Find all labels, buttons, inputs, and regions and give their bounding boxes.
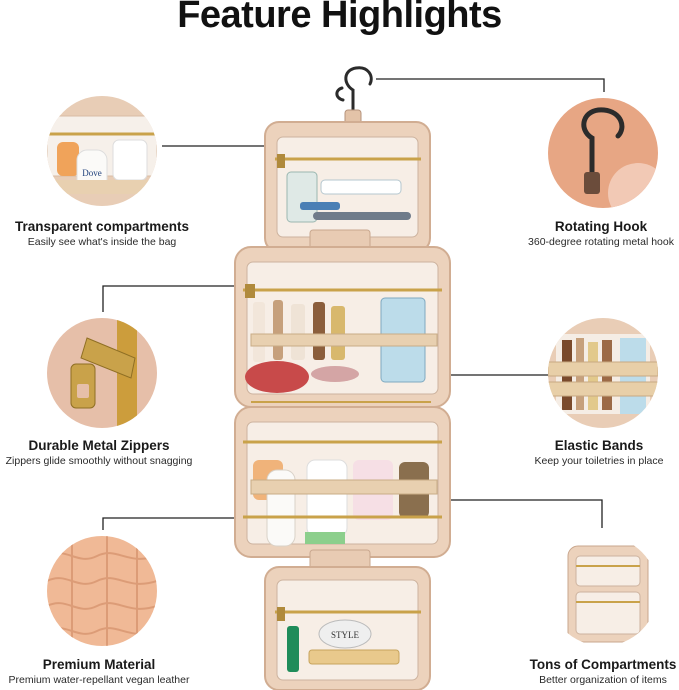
bag-section-bottom: STYLE — [264, 566, 431, 690]
page-title: Feature Highlights — [177, 0, 502, 36]
hook-illustration — [335, 66, 373, 125]
connector-zippers — [102, 285, 260, 312]
feature-desc: Better organization of items — [539, 674, 667, 686]
feature-desc: Keep your toiletries in place — [534, 455, 664, 467]
feature-transparent-compartments: Transparent compartments Easily see what… — [0, 219, 206, 248]
connector-material — [102, 517, 258, 530]
feature-durable-metal-zippers: Durable Metal Zippers Zippers glide smoo… — [0, 438, 202, 467]
feature-name: Transparent compartments — [14, 219, 190, 234]
connector-compartments — [440, 499, 603, 528]
toiletry-bag-image: STYLE — [234, 66, 451, 690]
feature-desc: Premium water-repellant vegan leather — [8, 674, 190, 686]
elastic-bands-photo — [548, 318, 658, 428]
transparent-compartments-photo: Dove — [47, 96, 157, 206]
metal-zipper-photo — [47, 318, 157, 428]
connector-hook — [376, 78, 605, 92]
feature-desc: 360-degree rotating metal hook — [528, 236, 674, 248]
feature-name: Elastic Bands — [554, 438, 644, 453]
premium-material-photo — [47, 536, 157, 646]
feature-elastic-bands: Elastic Bands Keep your toiletries in pl… — [503, 438, 679, 467]
dove-label: Dove — [82, 168, 102, 178]
feature-name: Tons of Compartments — [529, 657, 677, 672]
style-label: STYLE — [331, 630, 360, 640]
feature-name: Rotating Hook — [554, 219, 648, 234]
feature-desc: Easily see what's inside the bag — [27, 236, 177, 248]
rotating-hook-photo — [548, 98, 658, 208]
feature-name: Durable Metal Zippers — [28, 438, 170, 453]
compartments-photo — [548, 536, 658, 646]
feature-rotating-hook: Rotating Hook 360-degree rotating metal … — [501, 219, 679, 248]
feature-premium-material: Premium Material Premium water-repellant… — [0, 657, 200, 686]
bag-section-top — [264, 121, 431, 253]
feature-desc: Zippers glide smoothly without snagging — [5, 455, 193, 467]
bag-section-second — [234, 246, 451, 408]
bag-section-third — [234, 406, 451, 558]
feature-name: Premium Material — [42, 657, 156, 672]
feature-tons-of-compartments: Tons of Compartments Better organization… — [513, 657, 679, 686]
